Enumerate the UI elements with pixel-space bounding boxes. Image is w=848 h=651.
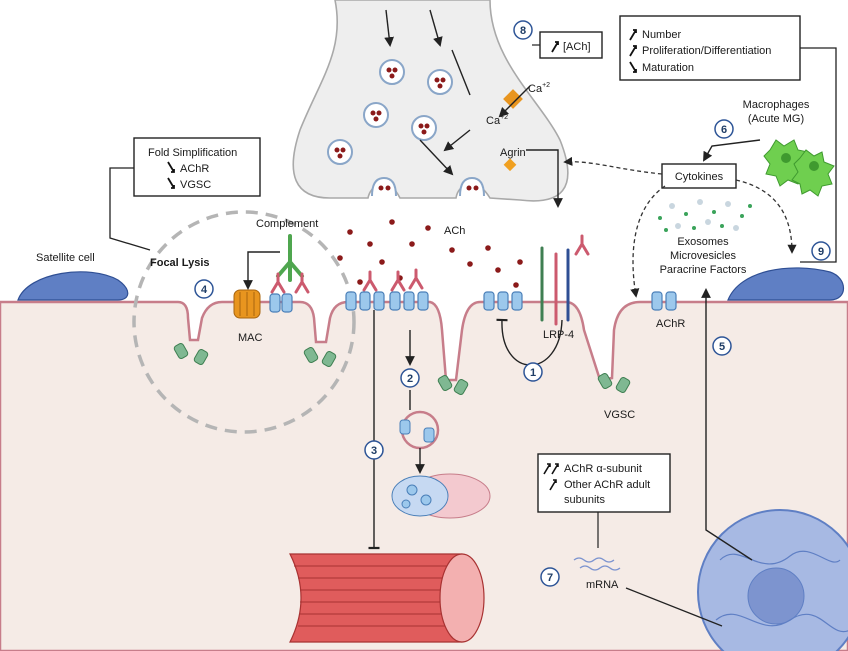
complement-label: Complement [256, 218, 318, 230]
step-5: 5 [719, 341, 725, 353]
vgsc-label: VGSC [604, 409, 635, 421]
ach-label: ACh [444, 225, 465, 237]
nerve-terminal [292, 0, 569, 202]
lrp4-label: LRP-4 [543, 329, 574, 341]
satellite-cell-right [727, 267, 845, 301]
double-up-arrow-icon [543, 463, 559, 475]
fold-vgsc-label: VGSC [180, 179, 211, 191]
step-1: 1 [530, 367, 536, 379]
nucleus [697, 509, 848, 651]
macrophage-cells [763, 139, 835, 197]
satellite-cell-label: Satellite cell [36, 252, 95, 264]
muscle-fiber-bundle [289, 553, 485, 643]
ach-level-box [539, 31, 603, 59]
exosomes-cloud [658, 199, 752, 232]
achr-alpha-label: AChR α-subunit [564, 463, 642, 475]
ca-lower-label: Ca+2 [486, 114, 508, 127]
paracrine-label: Paracrine Factors [660, 264, 747, 276]
up-arrow-icon [629, 29, 637, 41]
achr-subunit-box [537, 453, 671, 513]
focal-lysis-region [132, 210, 356, 434]
complement-protein [276, 234, 304, 282]
ach-molecules [337, 219, 523, 288]
focal-lysis-label: Focal Lysis [150, 257, 210, 269]
step-8: 8 [520, 25, 526, 37]
other-achr-sublabel: subunits [564, 494, 605, 506]
step-7: 7 [547, 572, 553, 584]
macrophages-label: Macrophages [743, 99, 810, 111]
antibodies [270, 234, 590, 294]
cytokines-label: Cytokines [675, 171, 724, 183]
vgsc-channels [173, 343, 631, 395]
lrp4-complex [540, 246, 570, 326]
number-label: Number [642, 29, 681, 41]
up-arrow-icon [629, 45, 637, 57]
mac-complex [233, 289, 261, 319]
exosomes-label: Exosomes [677, 236, 729, 248]
ach-level-label: [ACh] [563, 41, 591, 53]
fold-simplification-box [133, 137, 261, 197]
microvesicles-label: Microvesicles [670, 250, 737, 262]
agrin-label: Agrin [500, 147, 526, 159]
step-4: 4 [201, 284, 208, 296]
proliferation-label: Proliferation/Differentiation [642, 45, 771, 57]
down-arrow-icon [167, 177, 175, 189]
other-achr-label: Other AChR adult [564, 479, 650, 491]
achr-label: AChR [656, 318, 685, 330]
macrophages-sublabel: (Acute MG) [748, 113, 804, 125]
maturation-label: Maturation [642, 62, 694, 74]
step-6: 6 [721, 124, 727, 136]
mrna-strands [573, 557, 621, 571]
fold-achr-label: AChR [180, 163, 209, 175]
mrna-label: mRNA [586, 579, 619, 591]
step-3: 3 [371, 445, 377, 457]
lysosome [391, 473, 491, 519]
achr-receptors [269, 291, 677, 313]
mac-label: MAC [238, 332, 263, 344]
step-9: 9 [818, 246, 824, 258]
down-arrow-icon [167, 161, 175, 173]
vesicles [327, 59, 485, 197]
up-arrow-icon [551, 41, 559, 53]
cytokines-box [661, 163, 737, 189]
satellite-cell-left [17, 271, 129, 301]
fold-simplification-label: Fold Simplification [148, 147, 237, 159]
down-arrow-icon [629, 61, 637, 73]
step-2: 2 [407, 373, 413, 385]
ca-upper-label: Ca+2 [528, 82, 550, 95]
up-arrow-icon [549, 479, 557, 491]
